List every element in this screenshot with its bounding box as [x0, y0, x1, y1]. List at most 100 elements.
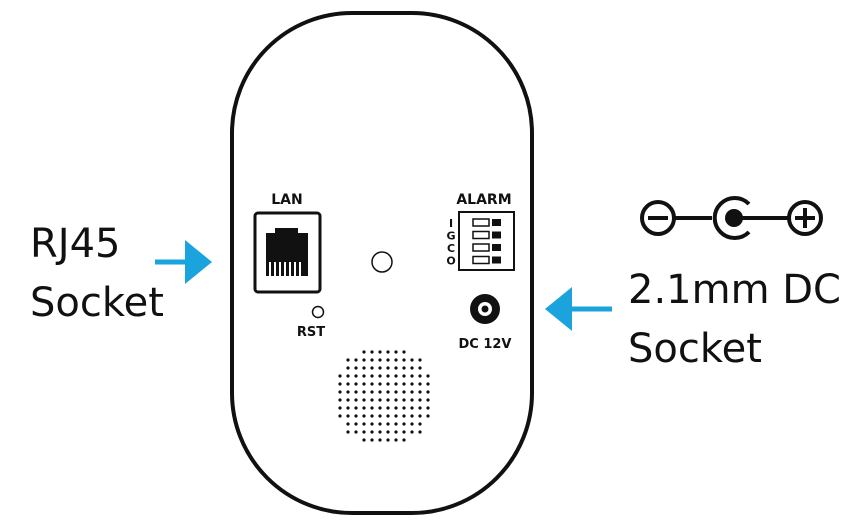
speaker-hole — [386, 366, 390, 370]
speaker-hole — [410, 374, 414, 378]
speaker-hole — [346, 430, 350, 434]
speaker-hole — [378, 414, 382, 418]
speaker-hole — [386, 398, 390, 402]
alarm-label: ALARM — [456, 192, 511, 208]
speaker-hole — [418, 422, 422, 426]
speaker-hole — [338, 406, 342, 410]
speaker-hole — [418, 390, 422, 394]
speaker-hole — [362, 438, 366, 442]
alarm-pin-screw — [492, 219, 501, 226]
reset-button[interactable] — [311, 305, 325, 319]
speaker-hole — [402, 350, 406, 354]
speaker-hole — [346, 422, 350, 426]
speaker-hole — [410, 430, 414, 434]
speaker-hole — [426, 406, 430, 410]
speaker-hole — [386, 382, 390, 386]
dc-label: DC 12V — [458, 337, 511, 352]
speaker-hole — [394, 390, 398, 394]
speaker-hole — [338, 390, 342, 394]
speaker-hole — [410, 358, 414, 362]
speaker-hole — [362, 398, 366, 402]
speaker-hole — [426, 382, 430, 386]
speaker-hole — [402, 414, 406, 418]
speaker-hole — [386, 350, 390, 354]
speaker-hole — [394, 366, 398, 370]
speaker-hole — [386, 358, 390, 362]
dc-jack[interactable] — [470, 294, 500, 324]
speaker-hole — [394, 422, 398, 426]
speaker-hole — [394, 406, 398, 410]
center-hole — [371, 251, 393, 273]
speaker-hole — [370, 438, 374, 442]
speaker-hole — [402, 374, 406, 378]
dc-arrow-icon — [545, 287, 612, 331]
speaker-hole — [370, 366, 374, 370]
speaker-hole — [402, 422, 406, 426]
speaker-hole — [370, 398, 374, 402]
speaker-hole — [418, 430, 422, 434]
speaker-hole — [354, 374, 358, 378]
speaker-hole — [370, 422, 374, 426]
alarm-pin-screw — [492, 244, 501, 251]
alarm-pin-label: G — [446, 230, 455, 243]
speaker-hole — [338, 414, 342, 418]
speaker-hole — [370, 350, 374, 354]
speaker-hole — [362, 366, 366, 370]
speaker-hole — [386, 414, 390, 418]
speaker-hole — [426, 398, 430, 402]
speaker-hole — [346, 406, 350, 410]
alarm-pin-label: O — [446, 255, 455, 268]
minus-symbol-icon — [640, 200, 676, 236]
speaker-hole — [338, 374, 342, 378]
alarm-terminal-block[interactable] — [458, 211, 515, 271]
speaker-hole — [418, 358, 422, 362]
speaker-hole — [418, 382, 422, 386]
alarm-pin-screw — [492, 256, 501, 264]
speaker-hole — [410, 422, 414, 426]
speaker-hole — [362, 406, 366, 410]
speaker-hole — [394, 438, 398, 442]
speaker-hole — [386, 430, 390, 434]
speaker-hole — [354, 406, 358, 410]
speaker-hole — [370, 430, 374, 434]
speaker-hole — [402, 406, 406, 410]
speaker-hole — [362, 358, 366, 362]
speaker-hole — [378, 374, 382, 378]
speaker-hole — [386, 390, 390, 394]
speaker-hole — [338, 398, 342, 402]
speaker-hole — [426, 390, 430, 394]
speaker-hole — [354, 398, 358, 402]
speaker-hole — [410, 398, 414, 402]
speaker-hole — [354, 390, 358, 394]
plus-symbol-icon — [787, 200, 823, 236]
speaker-hole — [410, 414, 414, 418]
speaker-hole — [370, 358, 374, 362]
speaker-hole — [378, 390, 382, 394]
speaker-hole — [378, 430, 382, 434]
speaker-hole — [418, 374, 422, 378]
speaker-hole — [354, 358, 358, 362]
dc-polarity-icon — [640, 196, 823, 240]
speaker-hole — [354, 430, 358, 434]
speaker-hole — [402, 438, 406, 442]
speaker-hole — [394, 374, 398, 378]
speaker-hole — [410, 390, 414, 394]
speaker-hole — [370, 382, 374, 386]
alarm-pin-label: I — [449, 217, 453, 230]
speaker-hole — [378, 398, 382, 402]
speaker-hole — [346, 382, 350, 386]
speaker-hole — [378, 358, 382, 362]
speaker-hole — [378, 422, 382, 426]
alarm-pin-slot — [472, 255, 490, 265]
speaker-hole — [354, 414, 358, 418]
rj45-port[interactable] — [253, 211, 322, 294]
speaker-hole — [370, 414, 374, 418]
speaker-hole — [418, 406, 422, 410]
speaker-hole — [402, 398, 406, 402]
speaker-hole — [378, 382, 382, 386]
speaker-hole — [386, 422, 390, 426]
speaker-hole — [394, 382, 398, 386]
speaker-hole — [394, 430, 398, 434]
speaker-hole — [338, 382, 342, 386]
